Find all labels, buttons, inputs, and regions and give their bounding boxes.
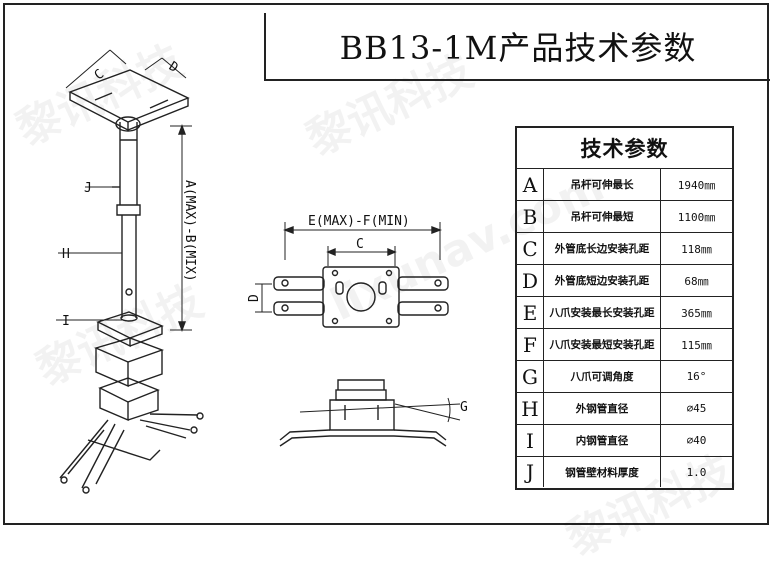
label-a-b: A(MAX)-B(MIX) — [182, 180, 197, 282]
spec-value: 1.0 — [686, 465, 707, 479]
label-e-f: E(MAX)-F(MIN) — [308, 214, 410, 229]
label-d-left: D — [166, 59, 181, 76]
label-c-mid: C — [356, 237, 364, 252]
spec-value: ⌀45 — [686, 402, 707, 415]
spec-value: 16° — [686, 370, 707, 383]
spec-letter: G — [517, 361, 544, 392]
spec-label: 八爪安装最长安装孔距 — [544, 297, 661, 328]
spec-letter: J — [517, 457, 544, 487]
page-title: BB13-1M产品技术参数 — [339, 29, 697, 67]
spec-letter: H — [517, 393, 544, 424]
spec-label: 外钢管直径 — [544, 393, 661, 424]
spec-value: ⌀40 — [686, 434, 707, 447]
spec-label: 八爪安装最短安装孔距 — [544, 329, 661, 360]
spec-label: 吊杆可伸最短 — [544, 201, 661, 232]
drawing-frame — [3, 3, 769, 525]
spec-label: 外管底短边安装孔距 — [544, 265, 661, 296]
spec-table-header: 技术参数 — [517, 128, 732, 169]
spec-value: 118㎜ — [681, 242, 712, 256]
label-h: H — [62, 247, 70, 262]
spec-label: 吊杆可伸最长 — [544, 169, 661, 200]
spec-label: 外管底长边安装孔距 — [544, 233, 661, 264]
spec-label: 钢管壁材料厚度 — [544, 457, 661, 487]
spec-letter: A — [517, 169, 544, 200]
spec-letter: I — [517, 425, 544, 456]
spec-value: 365㎜ — [681, 306, 712, 320]
label-d-mid: D — [247, 294, 262, 302]
spec-value: 115㎜ — [681, 338, 712, 352]
spec-letter: B — [517, 201, 544, 232]
technical-drawing: C D J H I A(MAX)-B(MIX) E(MAX)-F(MIN) C … — [56, 49, 468, 494]
label-j: J — [84, 181, 92, 196]
spec-value: 68㎜ — [684, 274, 709, 288]
spec-letter: F — [517, 329, 544, 360]
title-box: BB13-1M产品技术参数 — [264, 13, 770, 81]
label-g: G — [460, 400, 468, 415]
label-c-left: C — [92, 67, 107, 84]
spec-label: 内钢管直径 — [544, 425, 661, 456]
spec-label: 八爪可调角度 — [544, 361, 661, 392]
spec-letter: D — [517, 265, 544, 296]
spec-letter: C — [517, 233, 544, 264]
spec-value: 1940㎜ — [677, 178, 716, 192]
label-i: I — [62, 314, 70, 329]
spec-letter: E — [517, 297, 544, 328]
spec-value: 1100㎜ — [677, 210, 716, 224]
